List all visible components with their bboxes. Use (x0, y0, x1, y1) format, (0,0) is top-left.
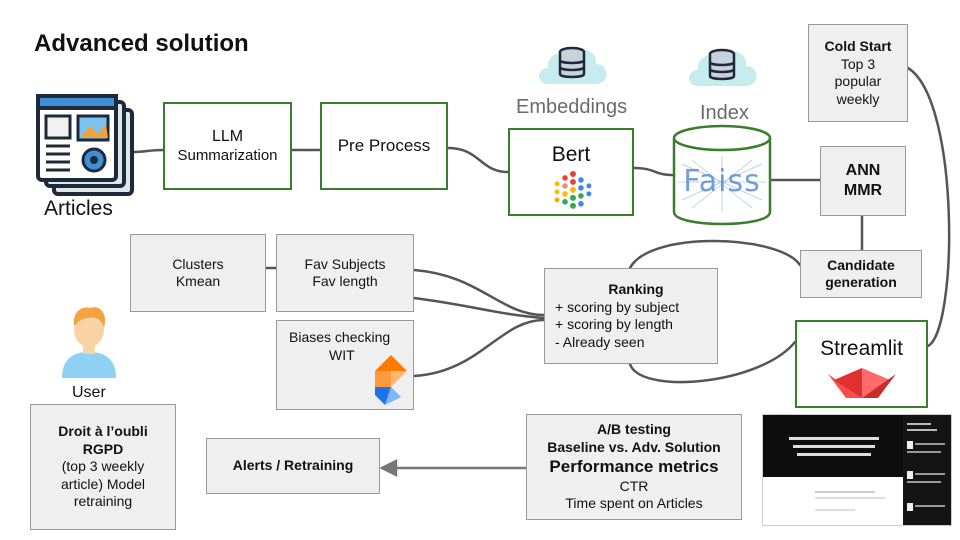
ranking-line1: + scoring by subject (555, 298, 680, 315)
candidate-generation-box: Candidate generation (800, 250, 922, 298)
streamlit-app-screenshot-image (762, 414, 952, 526)
ranking-box: Ranking + scoring by subject + scoring b… (544, 268, 718, 364)
wit-label: WIT (329, 346, 355, 363)
droit-line5: retraining (73, 493, 133, 510)
candidate-label: Candidate (827, 256, 895, 273)
ranking-line3: - Already seen (555, 333, 645, 350)
ab-ctr: CTR (619, 477, 649, 494)
alerts-label: Alerts / Retraining (232, 457, 354, 474)
embeddings-label: Embeddings (516, 96, 628, 118)
line-fav-ranking-1 (412, 268, 546, 317)
wit-logo-icon (375, 355, 407, 405)
line-coldstart-streamlit (906, 66, 951, 348)
cold-start-line2: Top 3 (840, 55, 876, 72)
kmean-label: Kmean (175, 273, 221, 289)
droit-oubli-rgpd-box: Droit à l’oubli RGPD (top 3 weekly artic… (30, 404, 176, 530)
ab-title: A/B testing (597, 421, 671, 438)
generation-label: generation (825, 274, 897, 290)
fav-subjects-box: Fav Subjects Fav length (276, 234, 414, 312)
articles-icon (36, 94, 136, 198)
line-ranking-streamlit (628, 340, 797, 384)
line-fav-ranking-2 (412, 296, 546, 320)
clusters-label: Clusters (172, 255, 224, 272)
preprocess-label: Pre Process (337, 136, 431, 156)
alerts-retraining-box: Alerts / Retraining (206, 438, 380, 494)
index-cloud-database-icon (684, 36, 760, 94)
user-label: User (72, 384, 106, 401)
droit-line4: article) Model (60, 475, 146, 492)
page-title: Advanced solution (34, 30, 249, 57)
line-biases-ranking (412, 318, 546, 378)
streamlit-logo-icon (827, 368, 896, 399)
llm-label: LLM (211, 127, 244, 145)
streamlit-box: Streamlit (795, 320, 928, 408)
bert-box: Bert (508, 128, 634, 216)
preprocess-box: Pre Process (320, 102, 448, 190)
line-bert-faiss (632, 166, 674, 177)
ranking-line2: + scoring by length (555, 316, 673, 332)
faiss-logo: Faiss (683, 164, 761, 199)
ab-performance-metrics: Performance metrics (549, 457, 719, 477)
screenshot-sidebar (903, 415, 951, 525)
cold-start-box: Cold Start Top 3 popular weekly (808, 24, 908, 122)
fav-subjects-label: Fav Subjects (304, 255, 386, 272)
arrow-ab-alerts-head (379, 458, 398, 478)
cold-start-title: Cold Start (824, 38, 892, 54)
articles-label: Articles (44, 197, 113, 220)
ab-baseline: Baseline vs. Adv. Solution (547, 438, 721, 455)
fav-length-label: Fav length (312, 273, 378, 289)
bert-label: Bert (551, 143, 591, 166)
mmr-label: MMR (843, 182, 883, 199)
cold-start-line3: popular (834, 73, 882, 89)
user-avatar-icon (58, 302, 120, 380)
ranking-title: Ranking (608, 281, 664, 297)
screenshot-hero-image (763, 415, 903, 477)
line-articles-llm (130, 148, 165, 154)
rgpd-label: RGPD (82, 440, 124, 457)
bert-dots-icon (554, 171, 592, 210)
embeddings-cloud-database-icon (534, 34, 610, 92)
ab-time-spent: Time spent on Articles (565, 495, 703, 512)
biases-label: Biases checking (289, 329, 391, 345)
index-label: Index (700, 102, 749, 124)
ann-mmr-box: ANN MMR (820, 146, 906, 216)
droit-title: Droit à l’oubli (58, 423, 148, 440)
cold-start-line4: weekly (836, 90, 880, 107)
line-candidate-ranking (628, 239, 802, 270)
biases-checking-box: Biases checking WIT (276, 320, 414, 410)
line-preprocess-bert (446, 146, 510, 174)
clusters-kmean-box: Clusters Kmean (130, 234, 266, 312)
llm-summarization-box: LLM Summarization (163, 102, 292, 190)
ann-label: ANN (845, 162, 881, 179)
summarization-label: Summarization (177, 146, 278, 164)
faiss-index-cylinder: Faiss (672, 124, 772, 228)
streamlit-label: Streamlit (820, 337, 903, 360)
ab-testing-box: A/B testing Baseline vs. Adv. Solution P… (526, 414, 742, 520)
droit-line3: (top 3 weekly (61, 458, 145, 475)
